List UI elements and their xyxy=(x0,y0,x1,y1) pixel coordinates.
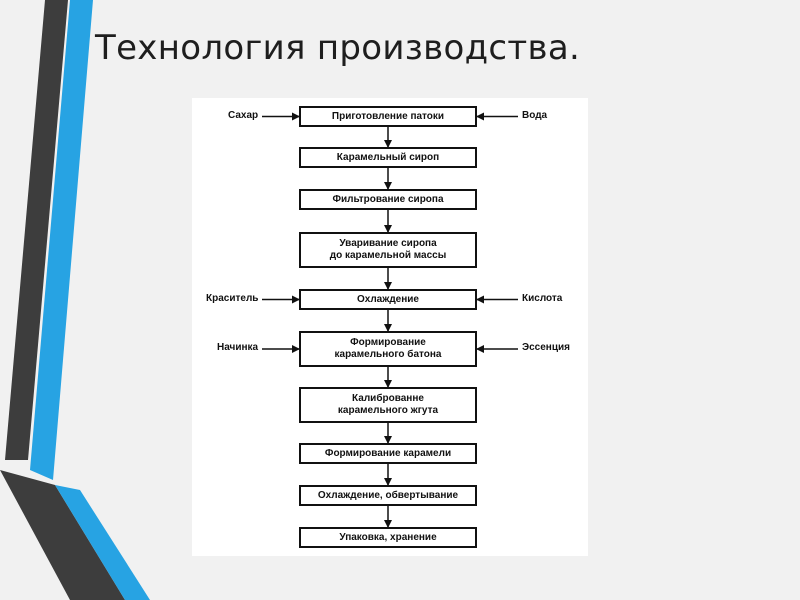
input-label-left-3: Краситель xyxy=(206,292,259,304)
input-label-right-6: Эссенция xyxy=(522,342,570,353)
process-step-10: Упаковка, хранение xyxy=(299,527,477,548)
process-step-8: Формирование карамели xyxy=(299,443,477,464)
input-label-right-2: Вода xyxy=(522,109,548,121)
process-step-6: Формирование карамельного батона xyxy=(299,331,477,367)
process-step-7: Калиброванне карамельного жгута xyxy=(299,387,477,423)
dark-stripe-top xyxy=(5,0,68,460)
process-step-9: Охлаждение, обвертывание xyxy=(299,485,477,506)
process-step-1: Приготовление патоки xyxy=(299,106,477,127)
flow-connectors xyxy=(262,112,518,528)
blue-stripe-bottom xyxy=(55,485,150,600)
input-label-left-5: Начинка xyxy=(217,342,259,353)
slide-title: Технология производства. xyxy=(95,28,581,68)
blue-stripe xyxy=(30,0,93,480)
process-step-5: Охлаждение xyxy=(299,289,477,310)
input-label-right-4: Кислота xyxy=(522,292,563,304)
process-step-3: Фильтрование сиропа xyxy=(299,189,477,210)
process-step-4: Уваривание сиропа до карамельной массы xyxy=(299,232,477,268)
process-step-2: Карамельный сироп xyxy=(299,147,477,168)
dark-stripe-bottom xyxy=(0,470,125,600)
input-label-left-1: Сахар xyxy=(228,109,259,121)
